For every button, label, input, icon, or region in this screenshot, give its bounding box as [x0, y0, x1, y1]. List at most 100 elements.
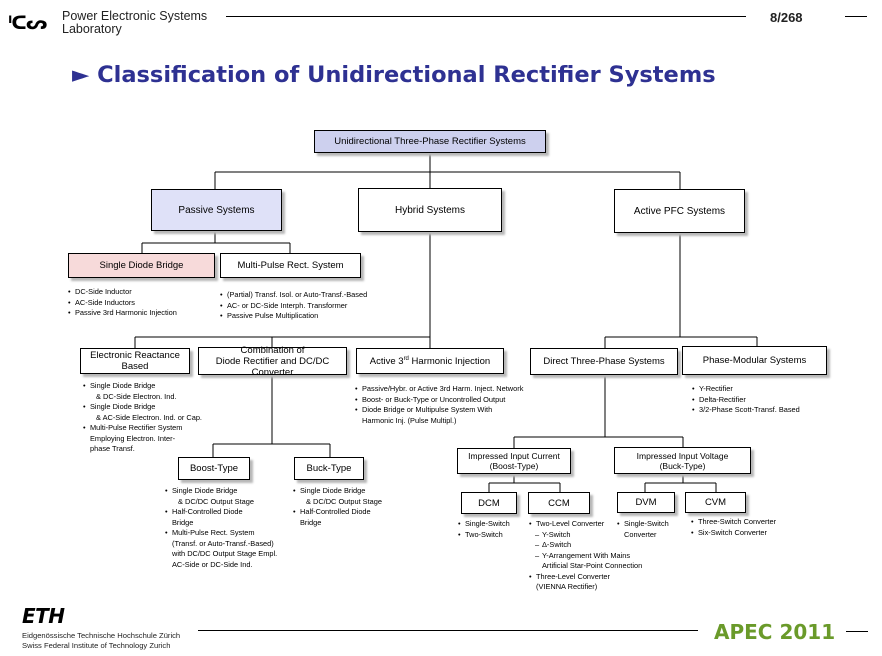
hybrid-systems-label: Hybrid Systems: [394, 204, 465, 216]
list-item: Passive/Hybr. or Active 3rd Harm. Inject…: [355, 384, 523, 395]
active-3rd-harmonic-node: Active 3rd Harmonic Injection: [356, 348, 504, 374]
buck-type-node: Buck-Type: [294, 457, 364, 480]
list-item: DC-Side Inductor: [68, 287, 177, 298]
list-item: Half-Controlled Diode: [165, 507, 277, 518]
impressed-voltage-label-line1: Impressed Input Voltage: [636, 450, 729, 461]
list-item: Two-Switch: [458, 530, 510, 541]
electronic-reactance-label: Electronic Reactance Based: [90, 350, 180, 372]
list-item: Multi-Pulse Rectifier System: [83, 423, 202, 434]
impressed-voltage-node: Impressed Input Voltage (Buck-Type): [614, 447, 751, 474]
list-item: Single-Switch: [458, 519, 510, 530]
list-item: (Partial) Transf. Isol. or Auto-Transf.-…: [220, 290, 367, 301]
list-item: & DC/DC Output Stage: [178, 496, 254, 506]
cvm-label: CVM: [704, 497, 727, 508]
combination-label-line2: Diode Rectifier and DC/DC Converter: [215, 355, 330, 378]
hybrid-systems-node: Hybrid Systems: [358, 188, 502, 232]
list-item: Multi-Pulse Rect. System: [165, 528, 277, 539]
electronic-reactance-node: Electronic Reactance Based: [80, 348, 190, 374]
pes-logo: ᑊᑕᔕ: [8, 12, 47, 34]
list-item: Artificial Star-Point Connection: [542, 561, 643, 570]
list-item: Y-Rectifier: [692, 384, 800, 395]
root-node-label: Unidirectional Three-Phase Rectifier Sys…: [334, 136, 526, 147]
list-item: Single Diode Bridge: [165, 486, 277, 497]
list-item: & DC/DC Output Stage: [306, 496, 382, 506]
active-3rd-harmonic-bullets: Passive/Hybr. or Active 3rd Harm. Inject…: [355, 384, 523, 426]
passive-systems-node: Passive Systems: [151, 189, 282, 231]
single-diode-bridge-bullets: DC-Side Inductor AC-Side Inductors Passi…: [68, 287, 177, 319]
single-diode-bridge-label: Single Diode Bridge: [99, 260, 184, 271]
combination-node: Combination of Diode Rectifier and DC/DC…: [198, 344, 347, 378]
list-item: Diode Bridge or Multipulse System With: [355, 405, 523, 416]
list-item: Two-Level Converter: [529, 519, 642, 530]
list-item: Half-Controlled Diode: [293, 507, 382, 518]
dvm-bullets: Single-Switch Converter: [617, 519, 669, 540]
list-item: Bridge: [172, 517, 194, 527]
boost-type-label: Boost-Type: [189, 463, 239, 474]
multi-pulse-bullets: (Partial) Transf. Isol. or Auto-Transf.-…: [220, 290, 367, 322]
buck-type-label: Buck-Type: [306, 463, 352, 474]
header-rule-right: [845, 16, 867, 17]
lab-name-line1: Power Electronic Systems: [62, 9, 208, 23]
eth-name-line2: Swiss Federal Institute of Technology Zu…: [22, 641, 171, 650]
phase-modular-bullets: Y-Rectifier Delta-Rectifier 3/2-Phase Sc…: [692, 384, 800, 416]
ccm-label: CCM: [548, 497, 570, 509]
list-item: Y-Switch: [529, 530, 642, 541]
list-item: (VIENNA Rectifier): [536, 582, 598, 591]
list-item: with DC/DC Output Stage Empl.: [172, 549, 278, 558]
header-rule-left: [226, 16, 746, 17]
active-pfc-systems-label: Active PFC Systems: [633, 205, 726, 217]
list-item: Δ-Switch: [529, 540, 642, 551]
multi-pulse-node: Multi-Pulse Rect. System: [220, 253, 361, 278]
root-node: Unidirectional Three-Phase Rectifier Sys…: [314, 130, 546, 153]
list-item: Six-Switch Converter: [691, 528, 776, 539]
list-item: 3/2-Phase Scott-Transf. Based: [692, 405, 800, 416]
list-item: Single Diode Bridge: [83, 381, 202, 392]
list-item: phase Transf.: [90, 444, 135, 453]
phase-modular-label: Phase-Modular Systems: [702, 355, 807, 366]
phase-modular-node: Phase-Modular Systems: [682, 346, 827, 375]
apec-logo: APEC 2011: [714, 620, 836, 644]
list-item: Converter: [624, 529, 657, 539]
boost-type-bullets: Single Diode Bridge & DC/DC Output Stage…: [165, 486, 277, 570]
electronic-reactance-bullets: Single Diode Bridge & DC-Side Electron. …: [83, 381, 202, 455]
list-item: Boost- or Buck-Type or Uncontrolled Outp…: [355, 395, 523, 406]
impressed-current-label-line2: (Boost-Type): [489, 461, 539, 471]
list-item: AC-Side or DC-Side Ind.: [172, 559, 253, 569]
cvm-bullets: Three-Switch Converter Six-Switch Conver…: [691, 517, 776, 538]
eth-logo: ETH: [22, 604, 65, 628]
dvm-label: DVM: [635, 497, 657, 508]
list-item: Harmonic Inj. (Pulse Multipl.): [362, 415, 457, 425]
impressed-voltage-label-line2: (Buck-Type): [659, 460, 706, 471]
cvm-node: CVM: [685, 492, 746, 513]
page-number: 8/268: [770, 10, 803, 25]
list-item: & DC-Side Electron. Ind.: [96, 391, 177, 401]
list-item: AC- or DC-Side Interph. Transformer: [220, 301, 367, 312]
eth-name: Eidgenössische Technische Hochschule Zür…: [22, 631, 180, 651]
dcm-bullets: Single-Switch Two-Switch: [458, 519, 510, 540]
list-item: Single Diode Bridge: [83, 402, 202, 413]
list-item: Bridge: [300, 517, 322, 527]
lab-name-line2: Laboratory: [62, 22, 122, 36]
list-item: Y-Arrangement With Mains: [529, 551, 642, 562]
page-title: ► Classification of Unidirectional Recti…: [72, 62, 716, 88]
list-item: Three-Level Converter: [529, 572, 642, 583]
list-item: AC-Side Inductors: [68, 298, 177, 309]
list-item: Passive 3rd Harmonic Injection: [68, 308, 177, 319]
list-item: Single-Switch: [617, 519, 669, 530]
passive-systems-label: Passive Systems: [178, 204, 255, 216]
impressed-current-label-line1: Impressed Input Current: [468, 451, 560, 461]
eth-name-line1: Eidgenössische Technische Hochschule Zür…: [22, 631, 181, 640]
list-item: Three-Switch Converter: [691, 517, 776, 528]
combination-label-line1: Combination of: [240, 344, 305, 356]
boost-type-node: Boost-Type: [178, 457, 250, 480]
list-item: & AC-Side Electron. Ind. or Cap.: [96, 412, 202, 422]
list-item: Delta-Rectifier: [692, 395, 800, 406]
single-diode-bridge-node: Single Diode Bridge: [68, 253, 215, 278]
footer-rule-right: [846, 631, 868, 632]
multi-pulse-label: Multi-Pulse Rect. System: [237, 260, 344, 271]
dcm-node: DCM: [461, 492, 517, 514]
list-item: (Transf. or Auto-Transf.-Based): [172, 538, 274, 548]
impressed-current-node: Impressed Input Current (Boost-Type): [457, 448, 571, 474]
direct-three-phase-label: Direct Three-Phase Systems: [543, 356, 665, 367]
